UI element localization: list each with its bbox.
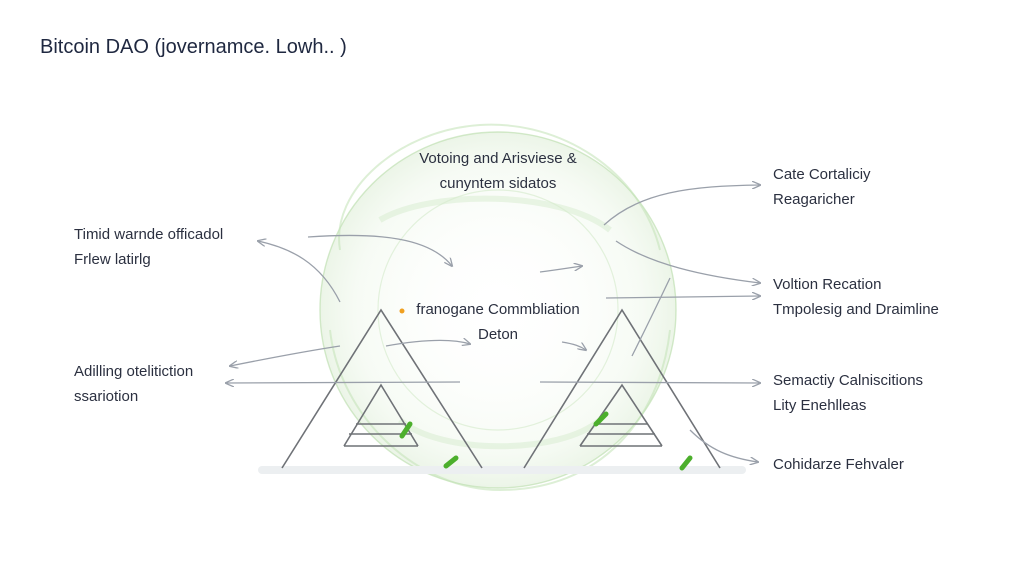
green-accents [399, 411, 693, 471]
label-right-1-line-2: Reagaricher [773, 191, 855, 208]
label-left-2-line-1: Adilling otelitiction [74, 363, 194, 380]
label-right-1-line-1: Cate Cortaliciy [773, 166, 871, 183]
label-center-line-2: Deton [477, 326, 519, 343]
label-right-3: Semactiy Calniscitions Lity Enehlleas [773, 368, 923, 418]
label-top-center-line-1: Votoing and Arisviese & [419, 150, 577, 167]
label-right-2-line-2: Tmpolesig and Draimline [773, 301, 939, 318]
label-left-1: Timid warnde officadol Frlew latirlg [74, 222, 223, 272]
label-right-3-line-2: Lity Enehlleas [773, 397, 867, 414]
label-right-4: Cohidarze Fehvaler [773, 452, 904, 477]
right-triangle [523, 308, 721, 469]
center-dot [399, 308, 405, 314]
label-center-line-1: franogane Commbliation [416, 301, 580, 318]
connector-arrows [226, 185, 760, 462]
green-halo [319, 123, 677, 492]
label-left-2: Adilling otelitiction ssariotion [74, 359, 193, 409]
label-top-center-line-2: cunyntem sidatos [439, 175, 557, 192]
label-left-2-line-2: ssariotion [74, 388, 139, 405]
label-right-1: Cate Cortaliciy Reagaricher [773, 162, 871, 212]
label-right-4-line-1: Cohidarze Fehvaler [773, 456, 904, 473]
label-center: franogane Commbliation Deton [400, 297, 596, 347]
label-right-3-line-1: Semactiy Calniscitions [773, 372, 924, 389]
diagram-title: Bitcoin DAO (jovernamce. Lowh.. ) [40, 36, 347, 58]
label-right-2: Voltion Recation Tmpolesig and Draimline [773, 272, 939, 322]
label-left-1-line-1: Timid warnde officadol [74, 226, 224, 243]
label-left-1-line-2: Frlew latirlg [74, 251, 151, 268]
label-right-2-line-1: Voltion Recation [773, 276, 882, 293]
label-top-center: Votoing and Arisviese & cunyntem sidatos [400, 146, 596, 196]
